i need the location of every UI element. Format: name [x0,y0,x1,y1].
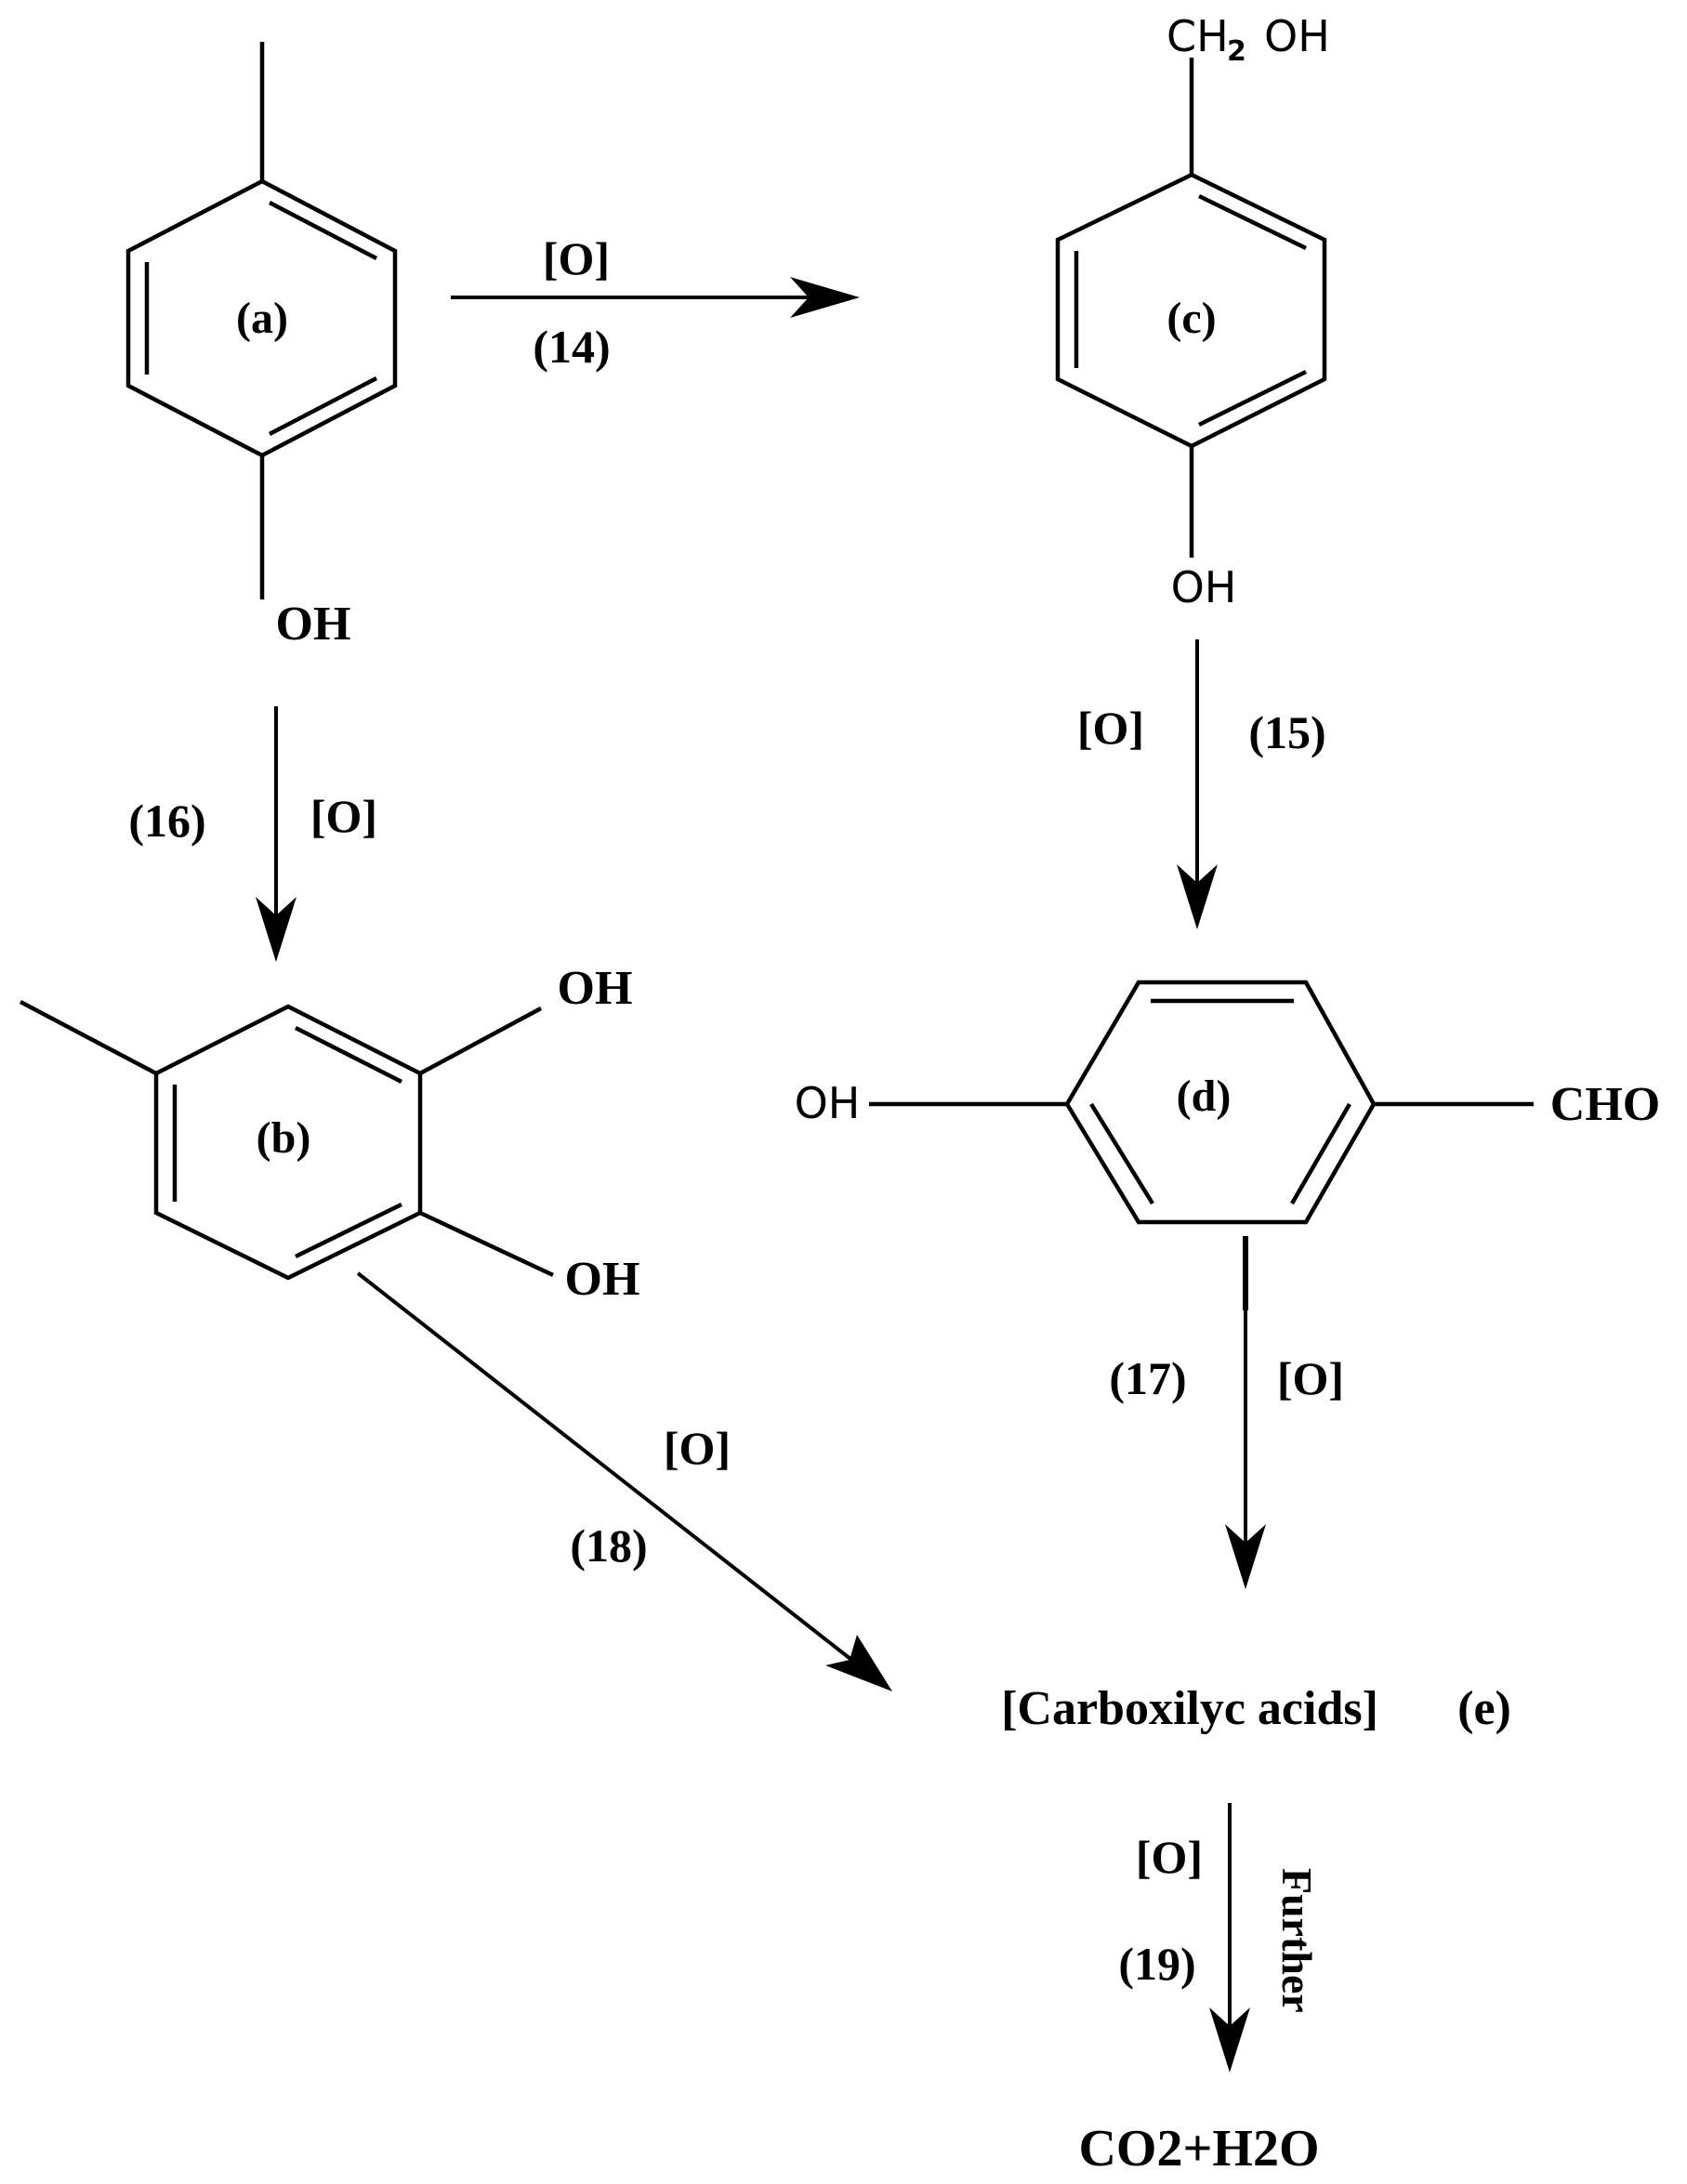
step-19-number: (19) [1118,1938,1195,1990]
compound-b-oh-top: OH [558,962,633,1015]
compound-b-oh-bottom: OH [565,1253,640,1306]
compound-d: OH (d) CHO [795,980,1660,1225]
step-17-arrow: (17) [O] [1109,1236,1344,1589]
step-16-arrow: (16) [O] [128,706,377,962]
compound-b-label: (b) [257,1113,311,1163]
compound-c-subscript: 2 [1227,35,1246,68]
step-15-arrow: [O] (15) [1077,639,1326,929]
compound-c-oh-top: OH [1264,11,1330,61]
compound-d-oh: OH [795,1078,861,1128]
step-17-reagent: [O] [1277,1352,1344,1404]
step-16-reagent: [O] [310,790,377,842]
step-19-arrow: [O] (19) Further [1118,1803,1321,2072]
compound-c-oh-bottom: OH [1171,562,1237,612]
compound-a-label: (a) [236,294,288,343]
compound-e: [Carboxilyc acids] (e) [1001,1682,1511,1735]
compound-e-name: [Carboxilyc acids] [1001,1682,1378,1735]
step-19-note: Further [1273,1868,1321,2013]
step-18-number: (18) [570,1520,647,1572]
step-14-number: (14) [533,321,610,373]
final-products: CO2+H2O [1078,2120,1319,2177]
step-15-number: (15) [1248,706,1325,758]
compound-d-cho: CHO [1550,1078,1660,1131]
step-18-reagent: [O] [664,1422,731,1474]
compound-e-label: (e) [1457,1682,1511,1735]
step-15-reagent: [O] [1077,702,1144,754]
step-14-reagent: [O] [543,232,610,284]
compound-b: (b) OH OH [19,962,640,1306]
step-14-arrow: [O] (14) [451,232,860,373]
step-19-reagent: [O] [1136,1831,1203,1883]
step-16-number: (16) [128,795,205,847]
step-18-arrow: [O] (18) [356,1271,892,1691]
compound-c-ch: CH [1166,11,1229,61]
compound-d-label: (d) [1177,1072,1232,1121]
compound-a: (a) OH [125,42,398,651]
step-17-number: (17) [1109,1352,1186,1404]
compound-c-label: (c) [1166,294,1216,343]
compound-a-oh: OH [276,598,351,651]
compound-c: CH 2 OH (c) OH [1055,11,1330,612]
